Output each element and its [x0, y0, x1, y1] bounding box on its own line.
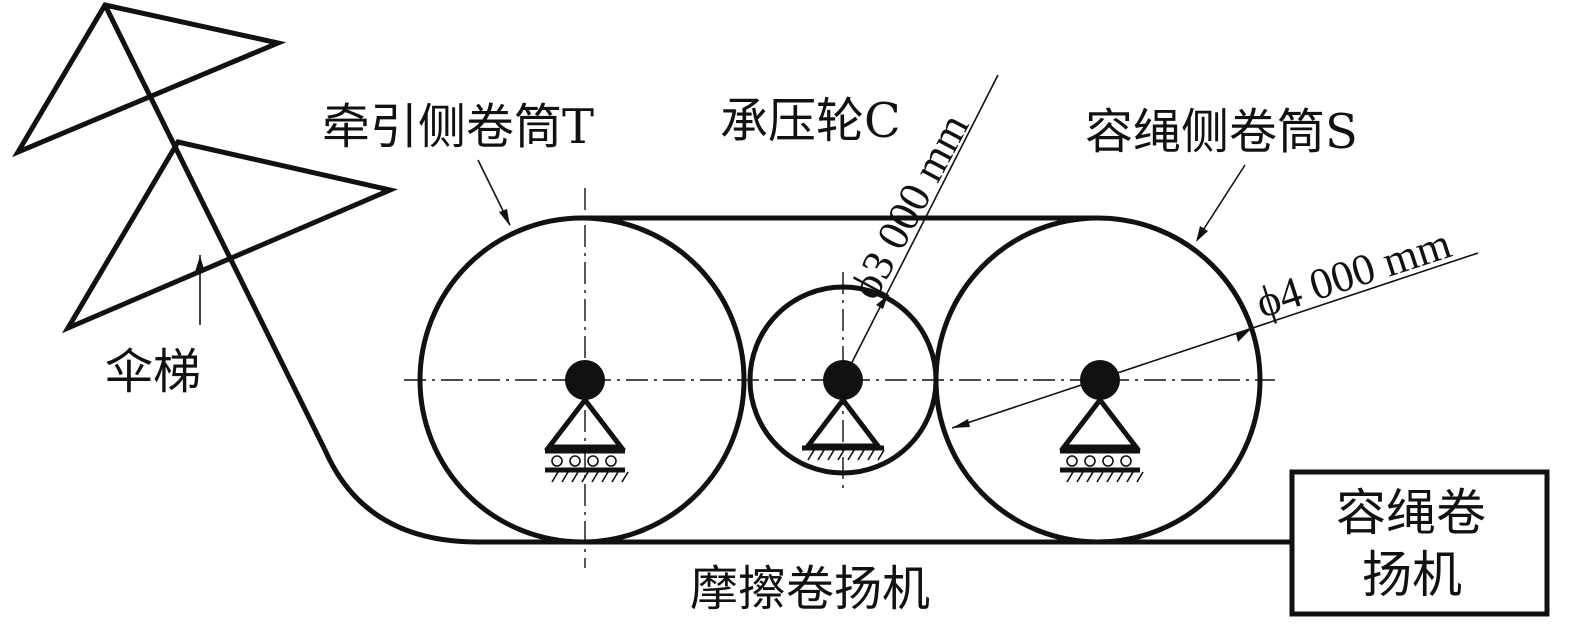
pressure-wheel-support — [802, 360, 885, 461]
traction-axle-dot — [565, 360, 605, 400]
rope-path — [102, 3, 1292, 545]
storage-axle-dot — [1080, 360, 1120, 400]
storage-drum-circle — [933, 215, 1263, 545]
traction-support-triangle — [543, 395, 627, 450]
umbrella-ladder-shape — [12, 2, 399, 334]
small-diameter-leader — [842, 74, 999, 381]
pressure-wheel-label: 承压轮C — [720, 93, 901, 149]
storage-drum-arrow — [1196, 226, 1208, 242]
traction-drum-support — [543, 360, 629, 483]
large-diameter-arrow-right — [1236, 328, 1252, 342]
storage-drum-label: 容绳侧卷筒S — [1085, 104, 1358, 160]
small-diameter-arrow — [876, 295, 888, 309]
ladder-arrow — [195, 256, 205, 272]
large-diameter-dimension: ϕ4 000 mm — [1250, 219, 1457, 328]
traction-drum-circle — [417, 215, 747, 545]
storage-winch-label-line2: 扬机 — [1362, 546, 1462, 604]
friction-winch-label: 摩擦卷扬机 — [690, 561, 930, 617]
large-diameter-arrow-left — [952, 419, 970, 428]
storage-winch-box — [1289, 469, 1550, 617]
traction-drum-label: 牵引侧卷筒T — [322, 99, 594, 155]
traction-drum-arrow — [499, 209, 510, 226]
ladder-upper-triangle — [12, 2, 287, 158]
storage-support-triangle — [1058, 395, 1142, 450]
storage-drum-leader — [1197, 164, 1246, 239]
umbrella-ladder-label: 伞梯 — [105, 344, 201, 400]
storage-drum-support — [1058, 360, 1144, 483]
storage-winch-label-line1: 容绳卷 — [1336, 484, 1486, 542]
large-diameter-leader — [951, 252, 1479, 429]
ladder-lower-triangle — [61, 139, 399, 334]
leader-lines — [195, 74, 1479, 429]
